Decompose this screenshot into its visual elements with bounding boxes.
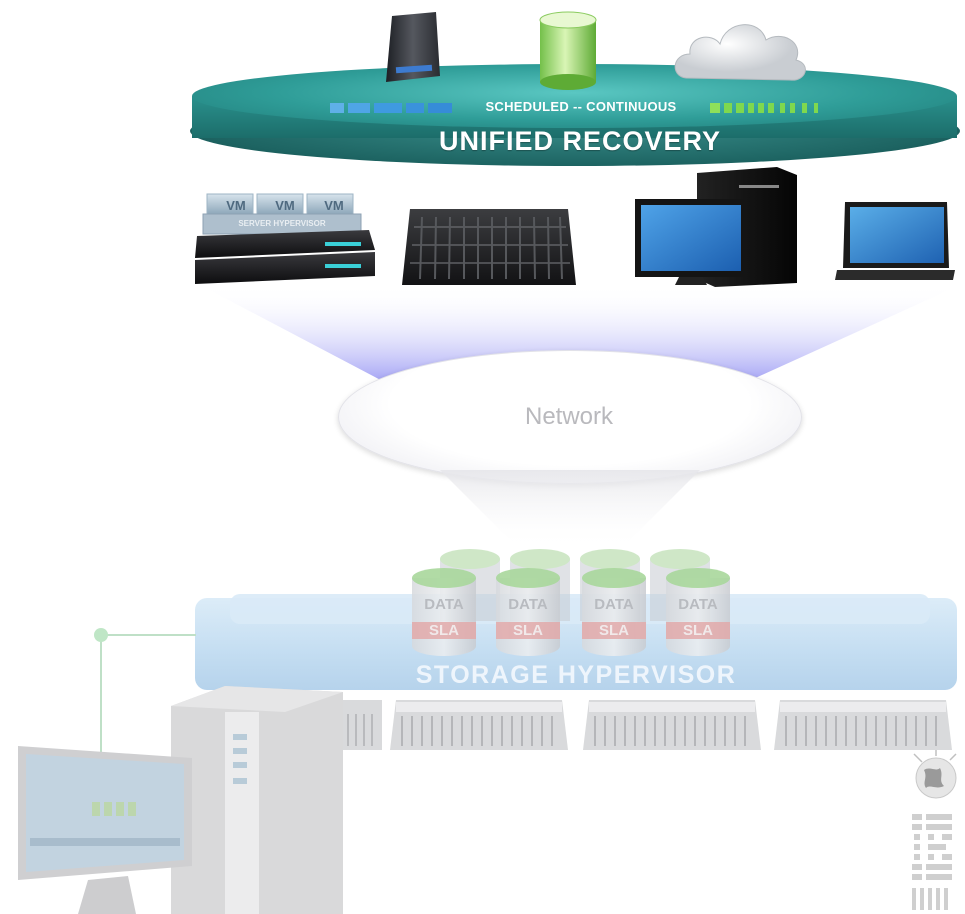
disk-storage-icon	[539, 11, 597, 90]
network-label: Network	[524, 403, 614, 430]
sla-label: SLA	[582, 622, 646, 639]
management-connector-line	[100, 634, 196, 636]
data-label: DATA	[508, 596, 548, 613]
network-connection-fan	[200, 285, 960, 385]
data-sla-can: DATA SLA	[666, 568, 730, 658]
data-label: DATA	[594, 596, 634, 613]
unified-recovery-title: UNIFIED RECOVERY	[438, 126, 722, 156]
laptop-icon	[835, 202, 955, 280]
disk-array-icon	[774, 700, 952, 750]
disk-array-icon	[390, 700, 568, 750]
vm-label: VM	[226, 198, 246, 213]
storage-hypervisor-title: STORAGE HYPERVISOR	[415, 661, 737, 689]
data-sla-can: DATA SLA	[412, 568, 476, 658]
server-hypervisor-icon	[195, 193, 375, 284]
data-sla-can: DATA SLA	[496, 568, 560, 658]
server-hypervisor-label: SERVER HYPERVISOR	[238, 219, 326, 228]
management-server-tower-icon	[171, 686, 343, 914]
globe-icon	[913, 750, 957, 799]
cloud-icon	[674, 24, 806, 81]
sla-label: SLA	[666, 622, 730, 639]
disk-array-icon	[583, 700, 761, 750]
scheduled-continuous-bar	[330, 101, 830, 115]
scheduled-continuous-label: SCHEDULED -- CONTINUOUS	[485, 99, 677, 114]
management-connector-line	[100, 634, 102, 754]
desktop-computer-icon	[635, 167, 797, 287]
data-label: DATA	[678, 596, 718, 613]
disk-array-icon	[342, 700, 382, 750]
vm-label-row: VM VM VM	[207, 198, 363, 213]
tape-cartridge-icon	[386, 12, 440, 82]
ibm-logo	[912, 814, 952, 910]
vm-label: VM	[275, 198, 295, 213]
vm-label: VM	[324, 198, 344, 213]
data-sla-can: DATA SLA	[582, 568, 646, 658]
network-cloud	[338, 350, 802, 484]
blade-server-icon	[402, 209, 576, 285]
sla-label: SLA	[412, 622, 476, 639]
data-label: DATA	[424, 596, 464, 613]
connector-node	[94, 628, 108, 642]
management-console-monitor-icon	[18, 746, 192, 914]
sla-label: SLA	[496, 622, 560, 639]
network-to-storage-glow	[440, 470, 700, 550]
